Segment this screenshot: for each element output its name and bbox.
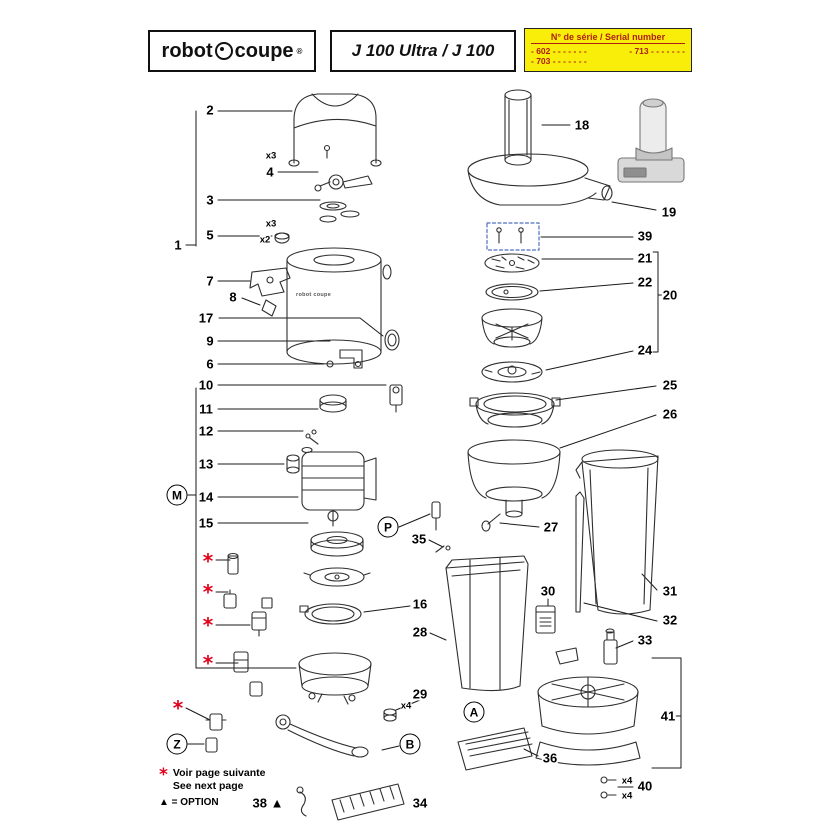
small-cap-part (274, 232, 290, 244)
base-assembly-part (298, 652, 372, 705)
bottle-part (603, 628, 618, 665)
serial-range-602: - 602 - - - - - - - (531, 46, 587, 56)
drain-tray-part (331, 783, 405, 821)
clutch-part (310, 531, 364, 557)
drip-tray-part (457, 727, 533, 771)
juice-jug-part (575, 449, 659, 615)
screw-set-top (323, 144, 331, 159)
juicer-head-part (467, 153, 613, 206)
spacer-parts (286, 446, 313, 474)
disc-part (303, 567, 371, 587)
footnote-asterisk-icon: * (159, 765, 168, 785)
base-unit-assembly (535, 647, 641, 766)
screw-icons (600, 776, 617, 799)
grease-packet-part (535, 605, 556, 634)
hook-part (296, 786, 307, 817)
washer-set (319, 201, 360, 223)
serial-range-703: - 703 - - - - - - - (531, 56, 587, 66)
brand-name-left: robot (161, 39, 213, 62)
motor-housing-part (286, 247, 392, 365)
leader-lines (185, 110, 682, 788)
footnote-option: ▲ = OPTION (159, 797, 219, 808)
footnote-text-fr: Voir page suivante (172, 767, 266, 779)
pump-part (389, 384, 403, 413)
brand-name-right: coupe (234, 39, 294, 62)
serial-heading: N° de série / Serial number (531, 32, 685, 44)
clip-and-pin-part (431, 501, 451, 553)
pulp-container-part (445, 555, 529, 692)
lid-handle-part (288, 93, 382, 167)
small-fastener-part (326, 360, 334, 368)
filter-basket-part (481, 308, 543, 348)
screw-kit-box (486, 222, 540, 251)
strap-part (275, 714, 369, 758)
serial-number-box: N° de série / Serial number - 602 - - - … (524, 28, 692, 72)
scraper-part (575, 491, 585, 613)
robot-coupe-logo-icon (214, 42, 233, 60)
coupling-assembly-part (314, 174, 373, 192)
sieve-disc-part (481, 361, 543, 383)
brand-logo: robot coupe ® (148, 30, 316, 72)
switch-bracket-part (249, 267, 291, 317)
housing-brand-label: robot coupe (296, 292, 332, 298)
product-photo-drawing (617, 98, 685, 183)
motor-part (301, 451, 377, 527)
registered-mark: ® (296, 46, 303, 56)
rubber-foot-part (383, 708, 397, 722)
locking-ring-part (299, 603, 362, 625)
pulley-part (319, 394, 347, 413)
bowl-collar-part (469, 392, 561, 428)
screw-pair-part (305, 429, 319, 445)
seal-ring-part (384, 329, 400, 351)
model-title: J 100 Ultra / J 100 (330, 30, 516, 72)
sieve-ring-part (485, 283, 539, 301)
footnote-see-next-page: * Voir page suivante See next page (159, 765, 266, 793)
support-bracket-part (339, 349, 363, 369)
grater-disc-part (484, 253, 540, 273)
footnote-text-en: See next page (172, 780, 244, 793)
juice-bowl-part (467, 439, 561, 532)
option-small-parts (205, 552, 273, 753)
serial-range-713: - 713 - - - - - - - (629, 46, 685, 56)
pusher-part (504, 89, 532, 166)
